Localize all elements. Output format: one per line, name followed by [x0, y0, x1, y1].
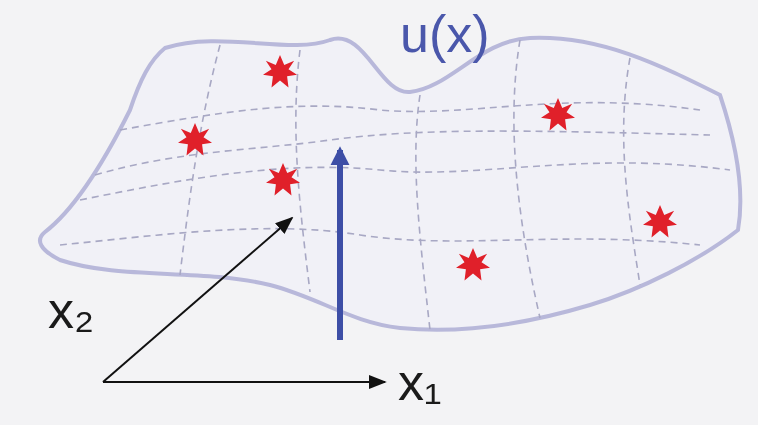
x1-axis — [103, 381, 385, 383]
axis-label: x₁ — [398, 356, 442, 408]
surface-outline — [40, 38, 740, 330]
x2-axis — [103, 218, 292, 382]
data-points — [178, 55, 677, 281]
surface-grid — [60, 40, 730, 330]
function-label: u(x) — [400, 8, 490, 60]
u-arrow — [337, 150, 343, 340]
axis-label: x₂ — [48, 284, 94, 336]
